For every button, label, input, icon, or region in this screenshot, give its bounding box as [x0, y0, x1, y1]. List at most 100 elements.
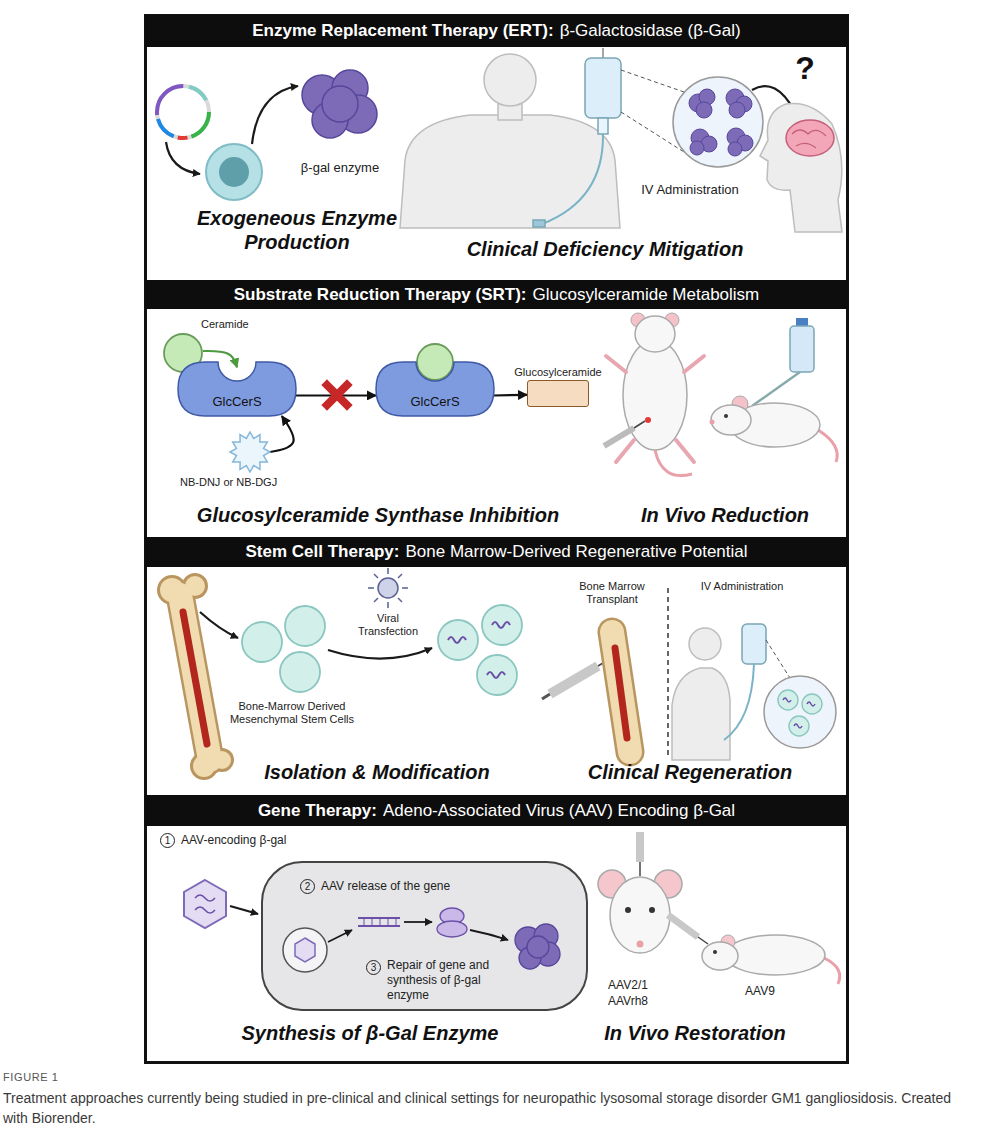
section-title: Exogeneous Enzyme Production — [177, 206, 417, 254]
inhibition-cross — [327, 385, 347, 405]
panel-title: Gene Therapy: — [258, 801, 377, 821]
zoom-inset — [783, 698, 815, 728]
bone-icon — [180, 595, 210, 760]
flow-arrow — [494, 394, 527, 397]
plasmid-icon — [157, 86, 209, 138]
rat-on-back — [635, 316, 675, 352]
patient-silhouette — [689, 628, 721, 660]
section-title: Clinical Deficiency Mitigation — [415, 237, 795, 261]
dna-icon — [364, 918, 396, 926]
zoom-inset — [696, 102, 712, 118]
modified-cells — [438, 605, 522, 695]
figure-caption: Treatment approaches currently being stu… — [3, 1088, 978, 1128]
section-title: Isolation & Modification — [237, 760, 517, 784]
iv-bag — [742, 624, 766, 664]
modified-cells — [438, 620, 478, 660]
panel-title: Stem Cell Therapy: — [245, 542, 399, 562]
modified-cells — [438, 605, 522, 695]
patient-silhouette — [484, 54, 536, 106]
part-label: AAV2/1 — [596, 978, 660, 993]
mouse-body — [824, 958, 840, 984]
divider-line — [667, 588, 669, 758]
process-arrow — [230, 906, 258, 914]
mouse-with-bottle — [818, 430, 837, 462]
rat-on-back — [606, 356, 704, 462]
patient-silhouette — [400, 54, 620, 228]
zoom-inset — [621, 70, 763, 167]
patient-silhouette — [672, 668, 730, 760]
mouse-head — [639, 862, 641, 876]
callout-number: 1 — [160, 833, 175, 848]
mouse-head — [649, 907, 655, 913]
mouse-body — [725, 935, 825, 975]
mouse-with-bottle — [790, 326, 814, 372]
mouse-body — [713, 950, 717, 954]
process-arrow — [200, 612, 238, 638]
zoom-inset — [729, 102, 745, 118]
syringe-icon — [550, 666, 598, 694]
zoom-inset — [764, 640, 836, 748]
shape-label: NB-DNJ or NB-DGJ — [180, 476, 277, 488]
endosome-icon — [295, 938, 315, 962]
part-label: AAV-encoding β-gal — [181, 833, 331, 848]
mouse-head — [598, 832, 682, 953]
rat-on-back — [645, 417, 651, 423]
panel-title: Substrate Reduction Therapy (SRT): — [234, 285, 527, 305]
question-mark: ? — [790, 50, 820, 86]
figure-label: FIGURE 1 — [3, 1070, 203, 1084]
zoom-inset — [778, 690, 822, 736]
panel-header-band: Gene Therapy:Adeno-Associated Virus (AAV… — [145, 795, 848, 826]
iv-bag — [598, 118, 608, 134]
part-label: β-gal enzyme — [285, 160, 395, 176]
ribosome-icon — [437, 921, 467, 937]
iv-bag — [533, 220, 545, 227]
ribosome-icon — [437, 908, 467, 937]
stem-cells — [280, 652, 320, 692]
aav-icon — [195, 895, 215, 913]
bone-icon — [157, 573, 234, 780]
process-arrow — [252, 86, 298, 144]
virus-icon — [368, 568, 408, 608]
part-label: AAV release of the gene — [321, 879, 491, 894]
syringe-icon — [542, 694, 550, 699]
rat-on-back — [655, 450, 692, 476]
zoom-inset — [690, 141, 704, 155]
bone-icon — [180, 595, 210, 760]
mouse-with-bottle — [752, 372, 800, 406]
mouse-head — [610, 877, 670, 953]
dna-icon — [358, 918, 400, 926]
patient-silhouette — [400, 115, 620, 228]
enzyme-outline — [376, 362, 494, 416]
section-title: In Vivo Reduction — [610, 503, 840, 527]
virus-icon — [368, 568, 408, 608]
callout-number: 3 — [366, 960, 381, 975]
product-box: Glucosylceramide — [527, 380, 589, 407]
enzyme-shape: GlcCerS — [376, 362, 494, 416]
rat-on-back — [623, 340, 687, 450]
bone-icon — [612, 632, 630, 752]
mouse-head — [636, 832, 644, 862]
callout-number: 2 — [300, 879, 315, 894]
inhibitor-outline — [230, 432, 270, 472]
mouse-with-bottle — [710, 318, 838, 462]
panel-subtitle: β-Galactosidase (β-Gal) — [560, 21, 741, 41]
part-label: AAVrh8 — [596, 994, 660, 1009]
cell-icon — [206, 144, 262, 200]
section-title: Glucosylceramide Synthase Inhibition — [153, 503, 603, 527]
zoom-inset — [728, 142, 742, 156]
rat-on-back — [604, 428, 634, 446]
panel-header-band: Substrate Reduction Therapy (SRT):Glucos… — [145, 280, 848, 309]
endosome-icon — [283, 928, 327, 972]
plasmid-icon — [157, 86, 209, 138]
iv-bag — [724, 664, 754, 740]
inhibitor-outline — [230, 432, 270, 472]
cell-icon — [206, 144, 262, 200]
inhibition-cross — [327, 385, 347, 405]
shape-label: Glucosylceramide — [514, 366, 601, 378]
zoom-inset — [673, 77, 763, 167]
zoom-inset — [766, 640, 790, 678]
